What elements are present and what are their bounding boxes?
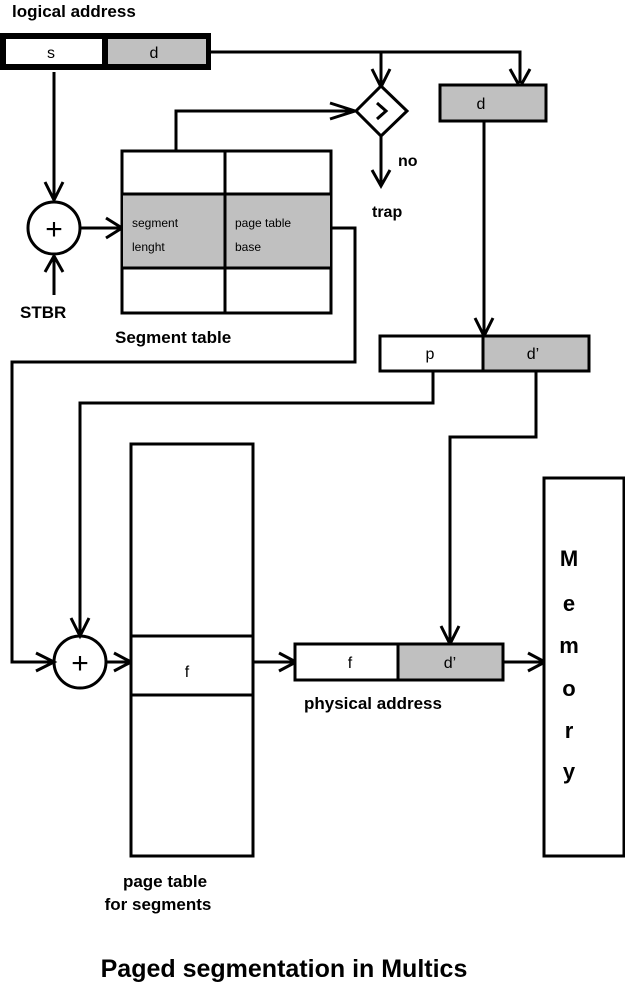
segment-length-line2: lenght: [132, 240, 165, 254]
page-table-frame-entry: f: [185, 664, 190, 681]
s-field: s: [47, 45, 55, 62]
segment-table-label: Segment table: [115, 328, 231, 347]
page-table-label-line2: for segments: [105, 895, 212, 914]
comparator-diamond: [353, 83, 410, 139]
d-offset-lines: [211, 50, 532, 91]
page-table-label-line1: page table: [123, 872, 207, 891]
physical-d-prime-cell: [396, 642, 505, 682]
memory-letter: m: [559, 633, 579, 658]
physical-to-memory-arrow: [503, 651, 549, 673]
greater-than-icon: [376, 101, 389, 121]
segment-table: [120, 149, 333, 315]
physical-f-cell: [293, 642, 400, 682]
d-box-label: d: [477, 96, 486, 113]
page-table-to-physical-arrow: [253, 651, 300, 673]
no-label: no: [398, 153, 418, 170]
d-to-pd-arrow: [473, 121, 495, 340]
d-prime-cell: [481, 334, 591, 373]
adder-to-page-table-arrow: [106, 651, 135, 673]
physical-f-field: f: [348, 655, 353, 672]
length-to-comparator-arrow: [174, 101, 360, 152]
s-to-adder-arrow: [43, 72, 65, 204]
adder-to-segment-table-arrow: [80, 216, 125, 240]
memory-letter: y: [563, 759, 576, 784]
physical-d-prime-field: d’: [444, 655, 456, 672]
trap-label: trap: [372, 204, 402, 221]
memory-letter: e: [563, 591, 575, 616]
page-adder-symbol: +: [71, 647, 89, 680]
segment-length-line1: segment: [132, 216, 179, 230]
comparator-to-trap-arrow: [370, 136, 392, 190]
stbr-label: STBR: [20, 303, 66, 322]
p-field: p: [426, 346, 435, 363]
diagram-title: Paged segmentation in Multics: [101, 955, 468, 983]
page-table-base-line2: base: [235, 240, 261, 254]
segment-adder-symbol: +: [45, 213, 63, 246]
logical-address-label: logical address: [12, 2, 136, 21]
physical-address-label: physical address: [304, 694, 442, 713]
page-table: [129, 442, 255, 858]
logical-address-d-cell: [108, 39, 206, 64]
memory-box: [542, 476, 625, 858]
memory-letter: M: [560, 546, 578, 571]
d-prime-to-physical-arrow: [439, 371, 538, 648]
stbr-to-adder-arrow: [43, 252, 65, 295]
d-field: d: [150, 45, 159, 62]
logical-address-s-cell: [6, 39, 102, 64]
p-cell: [378, 334, 485, 373]
memory-letter: o: [562, 676, 575, 701]
memory-label: M e m o r y: [559, 546, 579, 784]
d-prime-field: d’: [527, 346, 539, 363]
d-box: [438, 83, 548, 123]
memory-letter: r: [565, 718, 574, 743]
page-table-base-line1: page table: [235, 216, 291, 230]
